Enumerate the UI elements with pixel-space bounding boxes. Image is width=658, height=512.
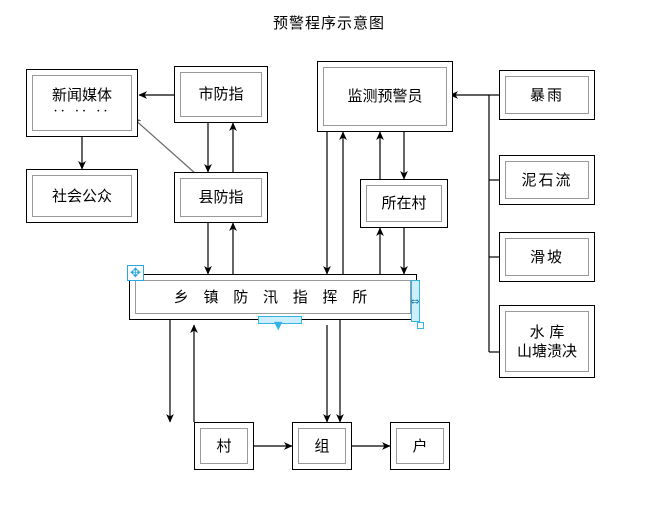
node-local-village[interactable]: 所在村 (360, 179, 448, 228)
node-label-local-village: 所在村 (381, 194, 427, 213)
edge-county-to-news (132, 117, 197, 175)
node-rainstorm[interactable]: 暴雨 (499, 70, 595, 120)
node-household[interactable]: 户 (390, 422, 450, 470)
node-label-household: 户 (412, 436, 428, 455)
selection-resize-handle-bottom[interactable] (258, 316, 302, 324)
page-title: 预警程序示意图 (272, 14, 385, 32)
node-label-monitor-officer: 监测预警员 (347, 87, 423, 106)
node-public[interactable]: 社会公众 (26, 169, 138, 223)
node-label-debris-flow: 泥石流 (521, 170, 573, 189)
node-village[interactable]: 村 (194, 422, 254, 470)
selection-resize-handle-corner[interactable] (417, 322, 424, 329)
node-sublabel-news-media: ·· ·· ·· (53, 104, 111, 120)
node-label-news-media: 新闻媒体 (51, 85, 112, 104)
node-sublabel-reservoir: 山塘溃决 (516, 341, 577, 360)
node-news-media[interactable]: 新闻媒体 ·· ·· ·· (26, 69, 138, 137)
node-landslide[interactable]: 滑坡 (499, 232, 595, 282)
node-label-rainstorm: 暴雨 (529, 85, 564, 104)
node-reservoir[interactable]: 水 库 山塘溃决 (499, 305, 595, 378)
resize-vertical-icon: ▼ (274, 319, 283, 332)
node-label-public: 社会公众 (51, 186, 112, 205)
node-debris-flow[interactable]: 泥石流 (499, 155, 595, 205)
node-city-flood-hq[interactable]: 市防指 (174, 66, 268, 123)
move-cross-icon: ✥ (130, 265, 141, 281)
node-monitor-officer[interactable]: 监测预警员 (317, 61, 453, 132)
node-township-flood-hq[interactable]: 乡 镇 防 汛 指 挥 所 (129, 274, 417, 320)
node-county-flood-hq[interactable]: 县防指 (174, 172, 268, 223)
node-label-village: 村 (216, 436, 232, 455)
selection-move-handle[interactable]: ✥ (127, 265, 144, 281)
node-label-city-flood-hq: 市防指 (198, 85, 244, 104)
node-group[interactable]: 组 (292, 422, 352, 470)
node-label-group: 组 (314, 436, 330, 455)
node-label-reservoir: 水 库 (529, 322, 565, 341)
resize-horizontal-icon: ⇔ (410, 294, 420, 308)
selection-resize-handle-right[interactable]: ⇔ (410, 280, 420, 322)
node-label-township-flood-hq: 乡 镇 防 汛 指 挥 所 (173, 287, 373, 306)
node-label-county-flood-hq: 县防指 (198, 188, 244, 207)
node-label-landslide: 滑坡 (529, 247, 564, 266)
